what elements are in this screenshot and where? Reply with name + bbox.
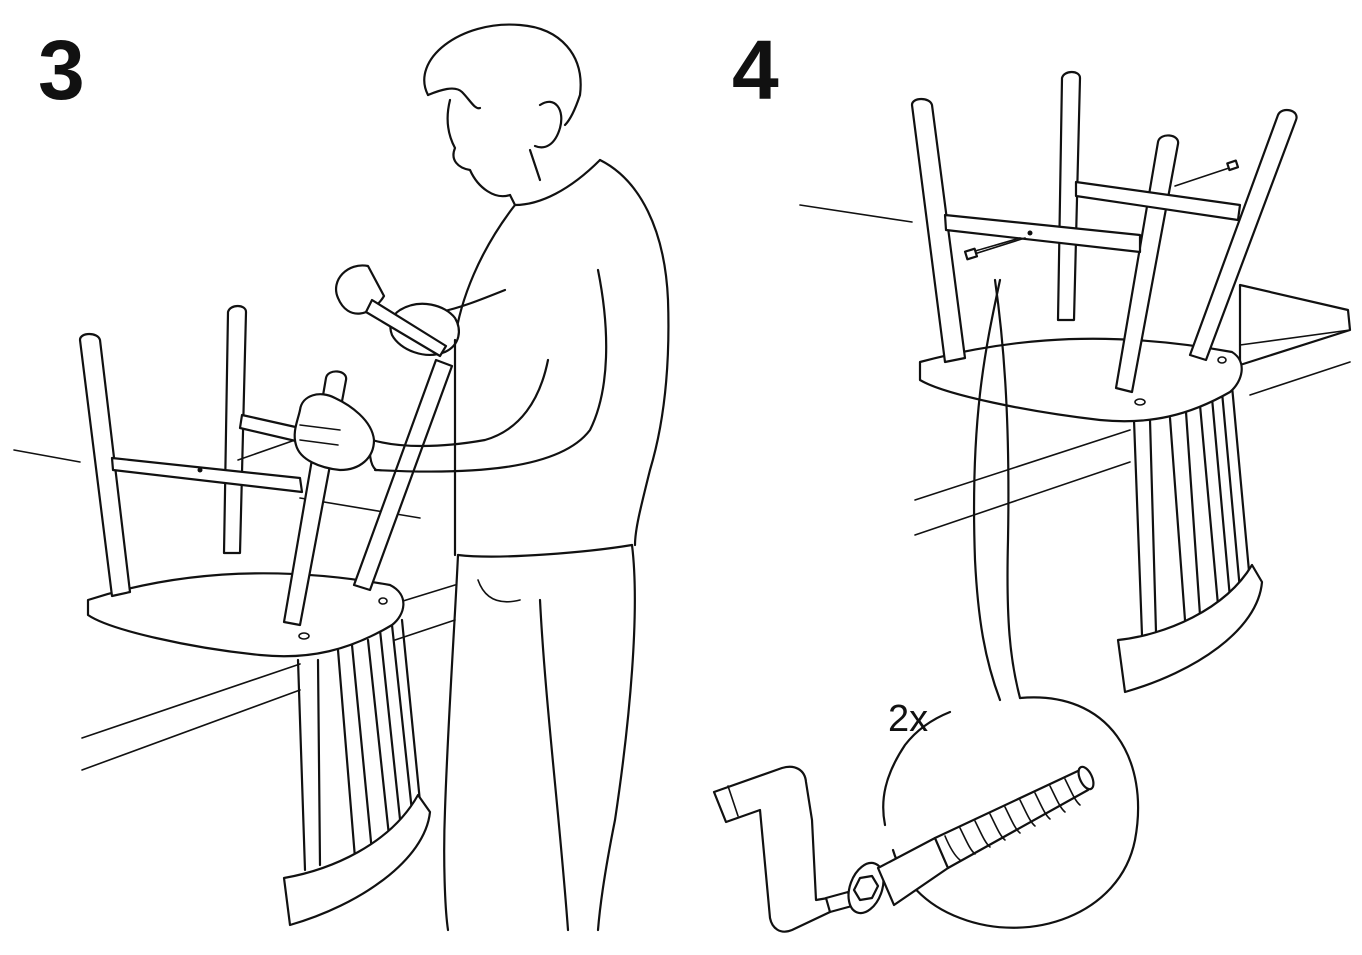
bolt-icon [847, 765, 1095, 915]
chair-3 [78, 304, 454, 927]
person-3 [293, 23, 670, 932]
chair-4 [910, 70, 1298, 694]
step-number-4: 4 [732, 23, 779, 117]
allen-key-icon [712, 765, 854, 933]
quantity-label: 2x [888, 698, 929, 740]
workbench-4 [799, 204, 1352, 536]
step-4-illustration [712, 70, 1352, 933]
step-3-illustration [13, 23, 670, 932]
step-number-3: 3 [38, 23, 85, 117]
detail-magnifier [891, 696, 1140, 929]
